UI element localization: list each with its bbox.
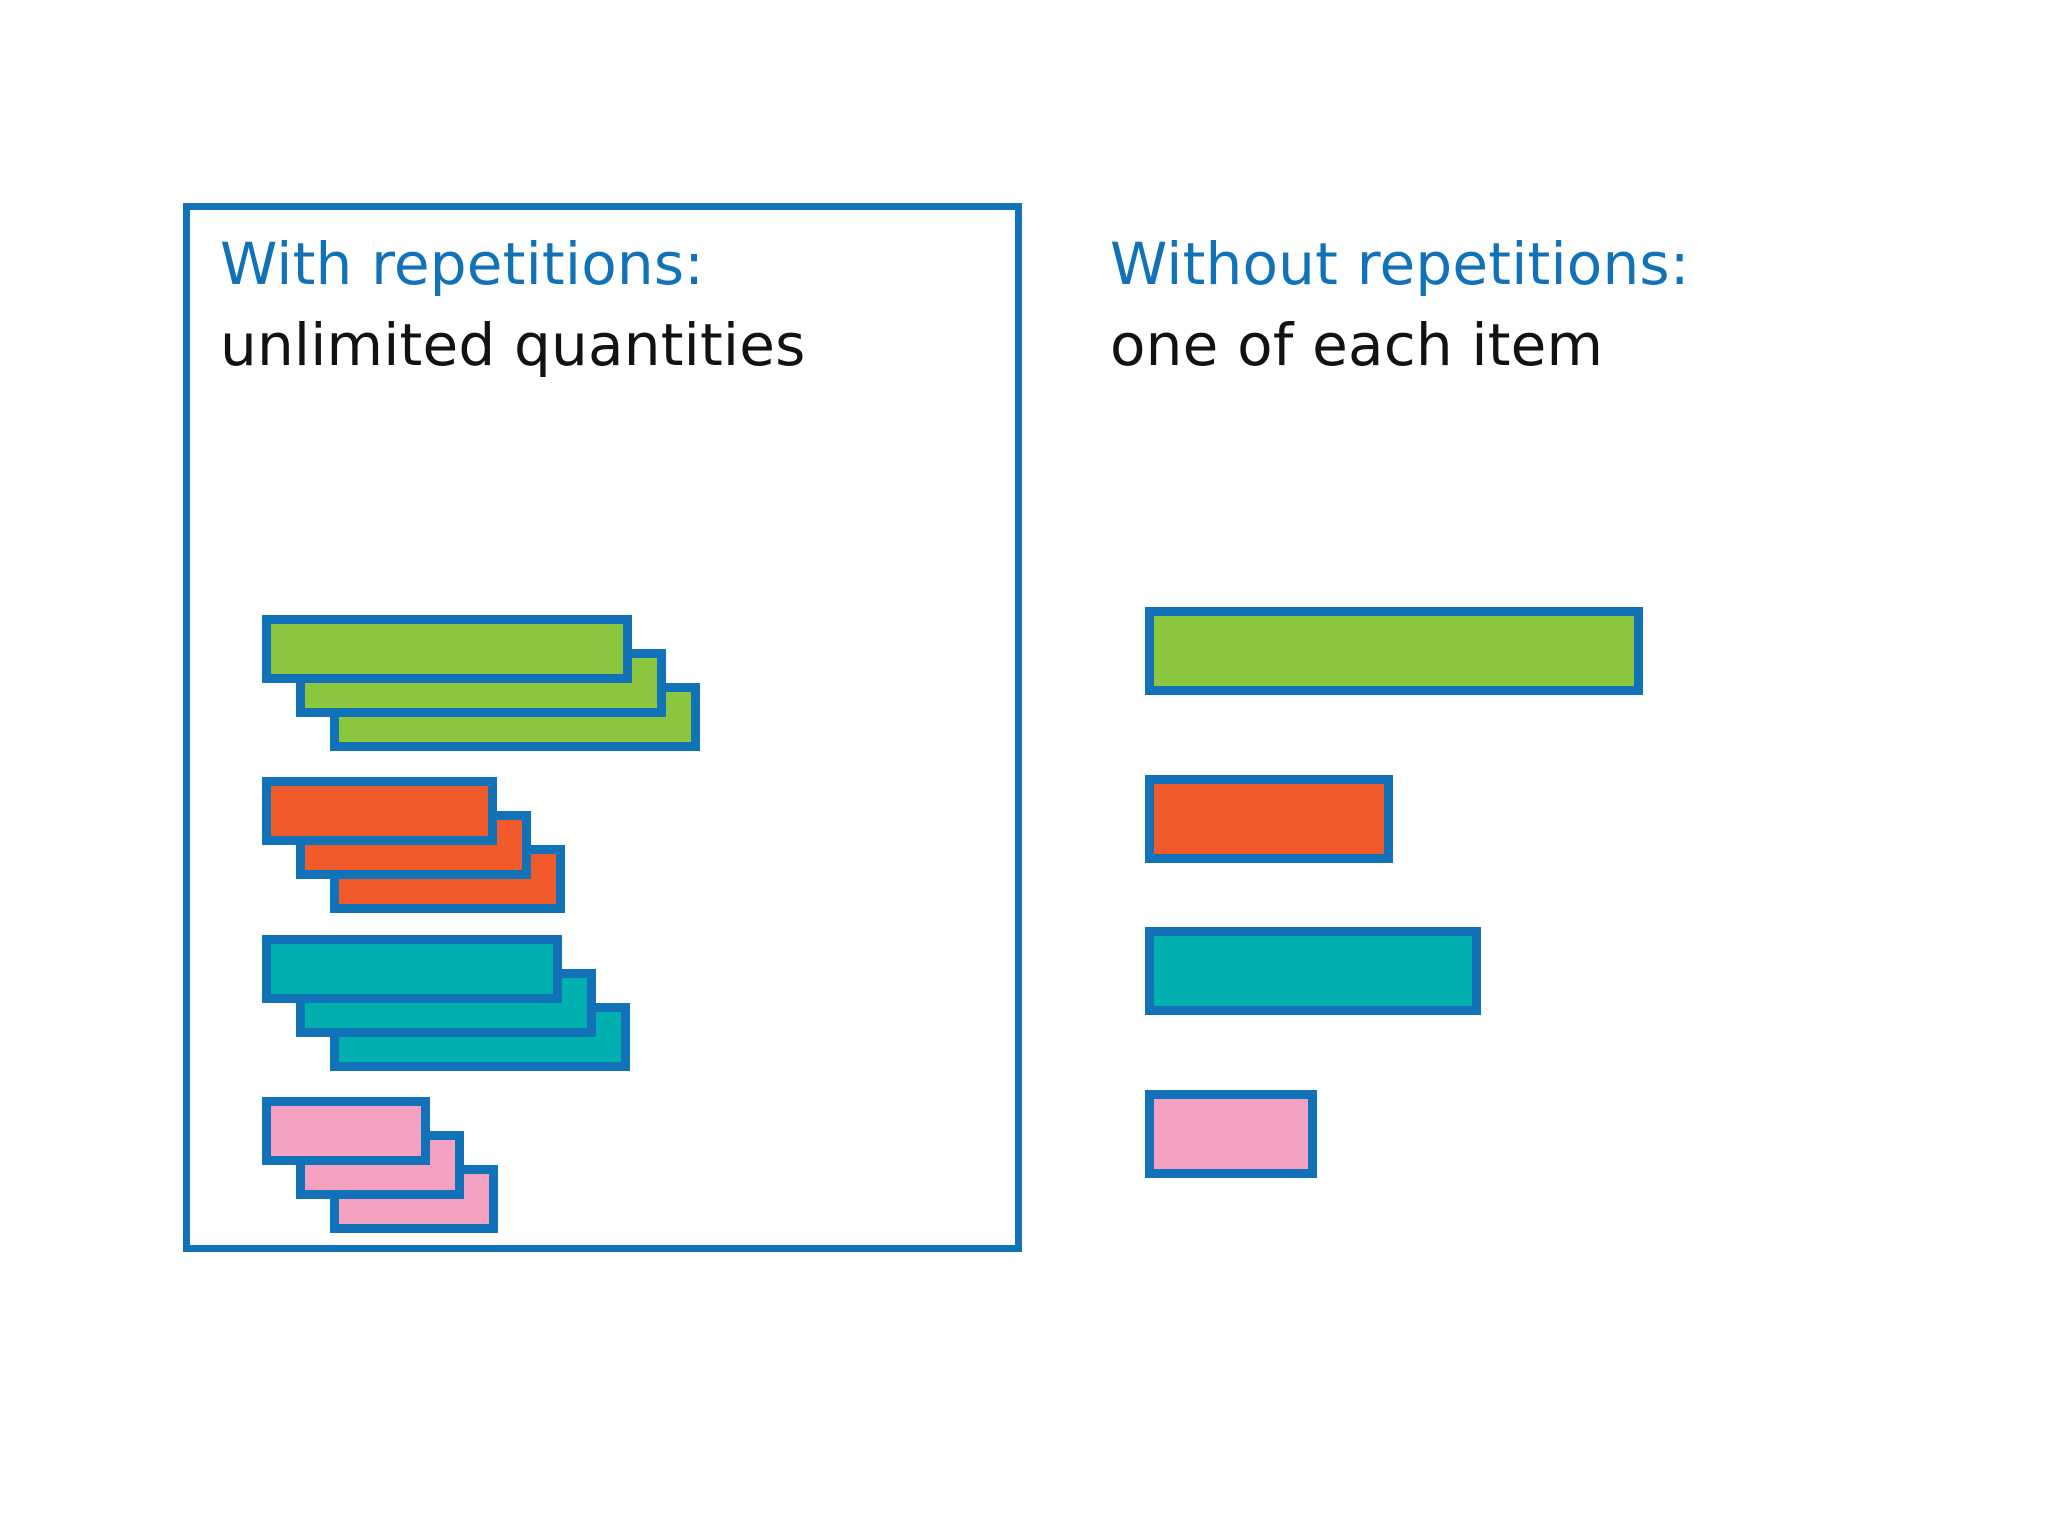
left-subheading: unlimited quantities [220, 310, 806, 379]
right-heading: Without repetitions: [1110, 230, 1690, 298]
item-bar-pink[interactable] [1145, 1090, 1317, 1178]
item-bar-pink-copy-1[interactable] [262, 1097, 430, 1165]
item-bar-orange[interactable] [1145, 775, 1393, 863]
item-bar-green[interactable] [1145, 607, 1643, 695]
right-column-headings: Without repetitions: one of each item [1110, 228, 1910, 381]
item-bar-teal-copy-1[interactable] [262, 935, 562, 1003]
left-heading: With repetitions: [220, 230, 704, 298]
item-bar-green-copy-1[interactable] [262, 615, 632, 683]
item-bar-teal[interactable] [1145, 927, 1481, 1015]
left-panel-frame [183, 203, 1022, 1252]
item-bar-orange-copy-1[interactable] [262, 777, 497, 845]
left-column-headings: With repetitions: unlimited quantities [220, 228, 1000, 381]
right-subheading: one of each item [1110, 310, 1604, 379]
